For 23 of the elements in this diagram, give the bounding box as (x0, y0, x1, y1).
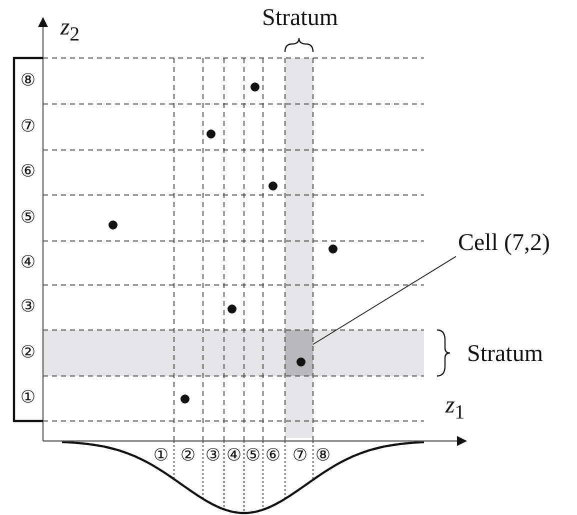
highlighted-cell (285, 330, 313, 376)
stratum-number: ② (180, 448, 196, 464)
leader-line (312, 256, 456, 345)
stratum-label: Stratum (467, 342, 543, 366)
stratum-number: ② (20, 344, 36, 362)
stratum-number: ③ (20, 298, 36, 316)
axis-label: z$_{2}$ (60, 16, 80, 44)
stratum-number: ⑦ (292, 448, 308, 464)
stratum-number: ① (153, 448, 169, 464)
stratum-number: ① (20, 390, 36, 406)
stratum-number: ⑤ (245, 448, 261, 464)
stratum-number: ⑥ (265, 448, 281, 464)
callout-text: Cell (7,2) (458, 230, 550, 256)
stratum-number: ⑤ (20, 210, 36, 226)
stratum-number: ⑦ (20, 118, 36, 136)
stratum-number: ③ (205, 448, 221, 464)
stratum-label: Stratum (262, 6, 338, 30)
stratum-number: ④ (20, 254, 36, 272)
stratum-number: ⑧ (20, 72, 36, 90)
axis-label: z$_{1}$ (445, 394, 465, 422)
stratum-number: ⑥ (20, 164, 36, 180)
stratum-number: ④ (226, 448, 242, 464)
stratum-number: ⑧ (315, 448, 331, 464)
